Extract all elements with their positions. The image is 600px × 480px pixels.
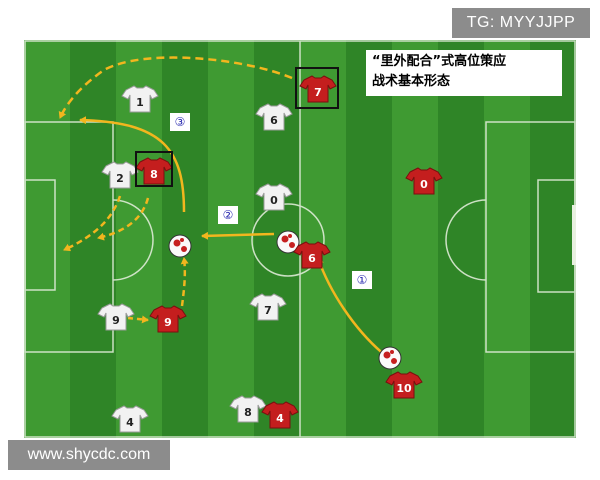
step-label-3: ③ (170, 113, 190, 131)
pitch-diagram: 1 6 2 0 9 7 8 4 7 8 6 0 9 10 4 (24, 40, 576, 438)
player-number: 8 (150, 168, 158, 181)
dashed-run-arrow-8 (97, 197, 150, 241)
white-player-6: 6 (255, 103, 293, 131)
grass-stripe (70, 40, 116, 438)
grass-stripe (484, 40, 530, 438)
player-number: 0 (270, 194, 278, 207)
red-player-7: 7 (299, 75, 337, 103)
player-number: 6 (270, 114, 278, 127)
player-number: 6 (308, 252, 316, 265)
diagram-caption: “里外配合”式高位策应 战术基本形态 (366, 50, 562, 96)
pass-arrow-2 (201, 231, 275, 240)
dashed-run-arrow-2 (63, 195, 122, 252)
grass-stripe (392, 40, 438, 438)
player-number: 4 (276, 412, 284, 425)
white-player-9: 9 (97, 303, 135, 331)
player-number: 0 (420, 178, 428, 191)
white-player-0: 0 (255, 183, 293, 211)
watermark-tg: TG: MYYJJPP (452, 8, 590, 38)
player-number: 7 (314, 86, 322, 99)
red-player-8: 8 (135, 157, 173, 185)
player-number: 9 (112, 314, 120, 327)
ball-icon (276, 230, 300, 254)
right-goal (572, 205, 576, 265)
red-player-10: 10 (385, 371, 423, 399)
dashed-run-arrow-top (58, 56, 293, 119)
red-player-0: 0 (405, 167, 443, 195)
player-number: 8 (244, 406, 252, 419)
white-player-1: 1 (121, 85, 159, 113)
players: 1 6 2 0 9 7 8 4 7 8 6 0 9 10 4 (97, 75, 443, 433)
player-number: 1 (136, 96, 144, 109)
white-player-8: 8 (229, 395, 267, 423)
football-pitch: 1 6 2 0 9 7 8 4 7 8 6 0 9 10 4 (24, 40, 576, 438)
ball-icon (378, 346, 402, 370)
red-player-9: 9 (149, 305, 187, 333)
step-label-1: ① (352, 271, 372, 289)
grass-stripe (24, 40, 70, 438)
movement-arrows (58, 56, 387, 357)
red-player-4: 4 (261, 401, 299, 429)
player-number: 7 (264, 304, 272, 317)
left-goal-area (24, 179, 56, 291)
center-circle (251, 203, 325, 277)
dashed-pass-arrow-9 (127, 315, 149, 324)
grass-stripe (438, 40, 484, 438)
left-penalty-arc (112, 199, 154, 281)
watermark-url: www.shycdc.com (8, 440, 170, 470)
red-player-6: 6 (293, 241, 331, 269)
ball-icon (168, 234, 192, 258)
caption-line-1: “里外配合”式高位策应 (372, 54, 507, 69)
white-player-2: 2 (101, 161, 139, 189)
caption-line-2: 战术基本形态 (372, 74, 451, 89)
balls (168, 230, 402, 370)
white-player-4: 4 (111, 405, 149, 433)
player-number: 10 (396, 382, 412, 395)
grass-stripe (208, 40, 254, 438)
highlight-box-7 (295, 67, 339, 109)
pass-arrow-1 (316, 257, 387, 357)
right-penalty-arc (445, 199, 487, 281)
highlight-box-8 (135, 151, 173, 187)
player-number: 2 (116, 172, 124, 185)
grass-stripe (346, 40, 392, 438)
grass-stripe (530, 40, 576, 438)
step-label-2: ② (218, 206, 238, 224)
player-number: 9 (164, 316, 172, 329)
player-number: 4 (126, 416, 134, 429)
dashed-run-arrow-9 (180, 257, 189, 307)
pass-arrow-3 (79, 116, 186, 213)
white-player-7: 7 (249, 293, 287, 321)
